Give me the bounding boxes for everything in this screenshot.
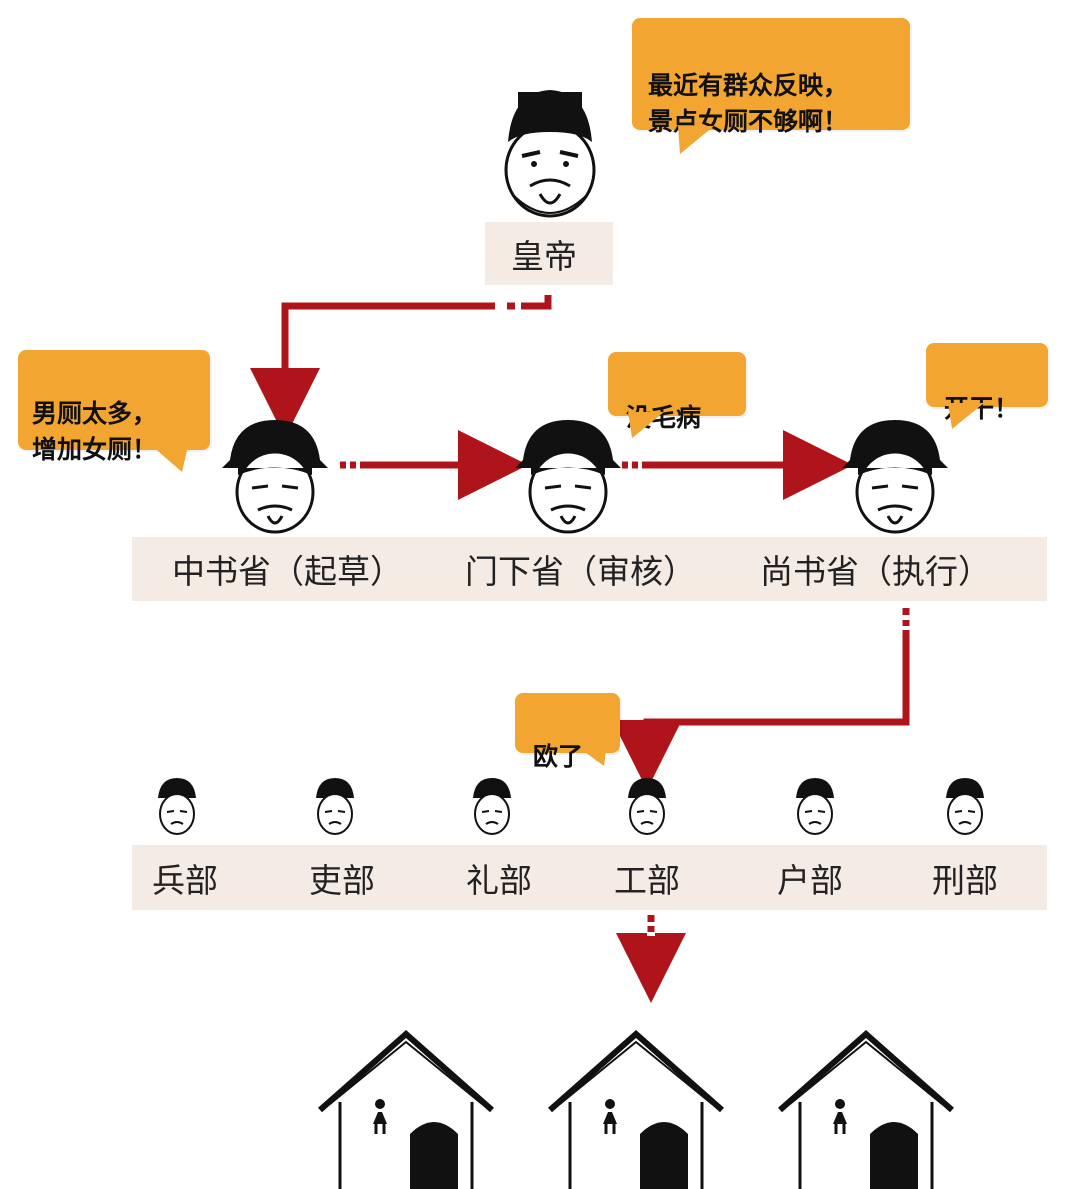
menxia-label: 门下省（审核） <box>465 552 696 591</box>
ministry-label: 礼部 <box>466 860 532 900</box>
arrow-zhongshu-to-menxia <box>340 430 528 500</box>
emperor-label: 皇帝 <box>511 236 577 276</box>
ministry-label: 刑部 <box>932 860 998 900</box>
speech-tail <box>582 750 606 766</box>
xingbu-official-icon <box>946 778 984 835</box>
menxia-speech-bubble: 没毛病 <box>608 352 746 432</box>
female-toilet-building-icon <box>318 1029 494 1189</box>
arrow-emperor-to-zhongshu <box>250 295 552 438</box>
shangshu-label: 尚书省（执行） <box>760 552 991 591</box>
emperor-speech-text: 最近有群众反映， 景点女厕不够啊！ <box>648 71 849 136</box>
libu-rites-official-icon <box>473 778 511 835</box>
emperor-speech-bubble: 最近有群众反映， 景点女厕不够啊！ <box>632 18 910 136</box>
gongbu-speech-bubble: 欧了 <box>515 693 620 771</box>
menxia-official-icon <box>515 420 621 534</box>
speech-tail <box>628 412 664 438</box>
zhongshu-official-icon <box>222 420 328 534</box>
shangshu-speech-bubble: 开干！ <box>926 343 1048 423</box>
zhongshu-speech-bubble: 男厕太多， 增加女厕！ <box>18 350 210 464</box>
gongbu-speech-text: 欧了 <box>533 742 584 771</box>
speech-tail <box>152 446 188 472</box>
zhongshu-speech-text: 男厕太多， 增加女厕！ <box>32 399 158 464</box>
bingbu-official-icon <box>158 778 196 835</box>
female-toilet-building-icon <box>548 1029 724 1189</box>
speech-tail <box>948 403 984 429</box>
arrow-shangshu-to-gongbu <box>612 608 910 790</box>
female-toilet-building-icon <box>778 1029 954 1189</box>
zhongshu-label: 中书省（起草） <box>172 552 403 591</box>
ministry-label: 工部 <box>614 860 680 900</box>
libu-official-icon <box>316 778 354 835</box>
ministry-label: 吏部 <box>309 860 375 900</box>
ministry-label: 户部 <box>777 860 843 900</box>
gongbu-official-icon <box>628 778 666 835</box>
emperor-label-box: 皇帝 <box>485 222 613 285</box>
provinces-label-bar: 中书省（起草） 门下省（审核） 尚书省（执行） <box>132 537 1047 601</box>
arrow-gongbu-to-toilets <box>616 915 686 1003</box>
ministry-label: 兵部 <box>152 860 218 900</box>
speech-tail <box>678 126 714 154</box>
arrow-menxia-to-shangshu <box>622 430 853 500</box>
ministries-label-bar: 兵部 吏部 礼部 工部 户部 刑部 <box>132 845 1047 910</box>
hubu-official-icon <box>796 778 834 835</box>
shangshu-official-icon <box>842 420 948 534</box>
emperor-face-icon <box>504 90 596 218</box>
